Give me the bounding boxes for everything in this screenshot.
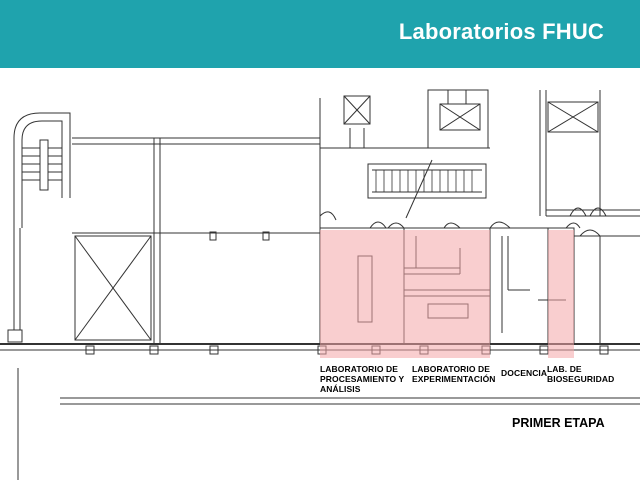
room-highlight-procesamiento xyxy=(320,230,404,358)
room-label-procesamiento: LABORATORIO DE PROCESAMIENTO Y ANÁLISIS xyxy=(320,364,405,394)
room-label-experimentacion: LABORATORIO DE EXPERIMENTACIÓN xyxy=(412,364,496,384)
highlighted-rooms xyxy=(320,230,574,358)
room-label-bioseguridad: LAB. DE BIOSEGURIDAD xyxy=(547,364,615,384)
slide-title: Laboratorios FHUC xyxy=(398,19,604,44)
floor-plan xyxy=(0,89,640,480)
stage-label: PRIMER ETAPA xyxy=(512,416,605,430)
room-label-docencia: DOCENCIA xyxy=(501,368,548,378)
left-staircase xyxy=(13,112,71,228)
room-highlight-experimentacion xyxy=(404,230,490,358)
room-highlight-bioseguridad xyxy=(548,230,574,358)
slide-header: Laboratorios FHUC xyxy=(0,0,640,68)
